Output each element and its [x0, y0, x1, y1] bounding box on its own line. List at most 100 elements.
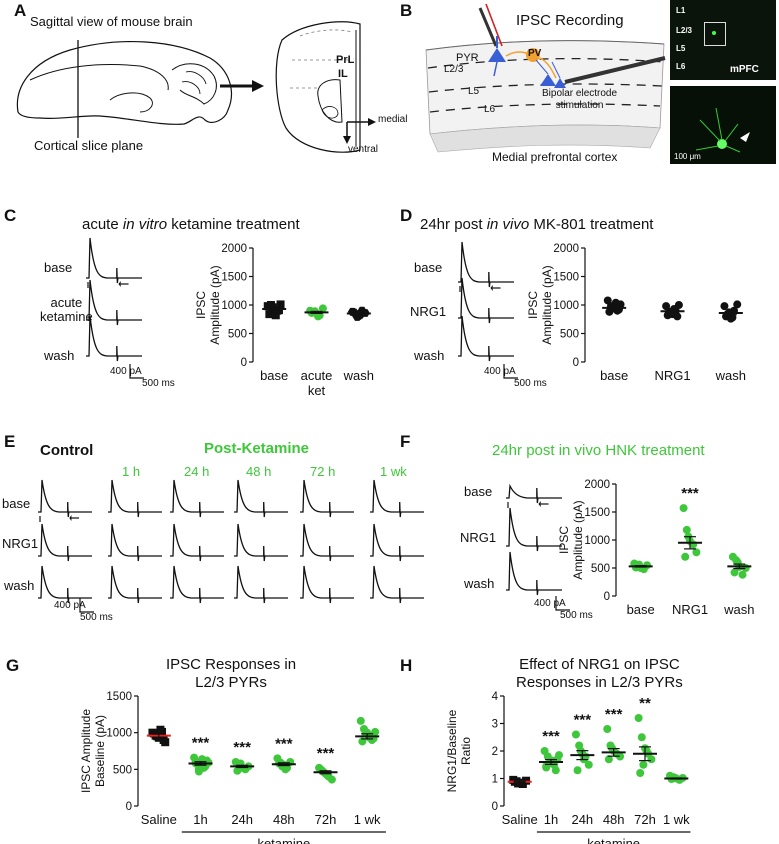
chart-H-point-s3-0 [603, 725, 612, 733]
chart-F-category-1: NRG1 [672, 602, 708, 617]
panel-label-b: B [400, 1, 413, 20]
c-trace-base-wave [86, 237, 142, 284]
chart-G-annotation-s2: *** [233, 739, 251, 756]
f-trace-label-base: base [464, 484, 493, 499]
chart-H-category-1: 1h [544, 812, 558, 827]
e-trace-c0-r1-wave [38, 523, 92, 562]
chart-C-ytick-label-3: 1500 [221, 272, 247, 284]
e-trace-c3-r2 [234, 565, 288, 604]
chart-F-point-s1-0 [679, 504, 688, 513]
e-trace-c2-r2 [170, 565, 224, 604]
mpfc-region-label: Medial prefrontal cortex [492, 150, 618, 164]
chart-H-point-s4-5 [636, 769, 645, 777]
chart-H-ylabel: NRG1/BaselineRatio [445, 709, 473, 792]
pv-label: PV [528, 48, 542, 59]
panel-h-title: Effect of NRG1 on IPSC Responses in L2/3… [516, 656, 683, 691]
d-trace-wash-wave [458, 315, 514, 362]
chart-C-ytick-label-0: 0 [241, 357, 247, 369]
c-scale-pa: 400 pA [110, 366, 142, 377]
chart-H-category-4: 72h [634, 812, 656, 827]
l5-label: L5 [468, 86, 480, 97]
e-trace-c0-r0-wave [38, 479, 92, 518]
c-scale-ms: 500 ms [142, 378, 175, 389]
time-72h: 72 h [310, 464, 336, 479]
chart-D-point-s2-4 [733, 300, 742, 309]
e-trace-c3-r0 [234, 479, 288, 518]
img-label-l23: L2/3 [676, 26, 693, 35]
e-trace-c1-r0-wave [108, 479, 162, 518]
e-trace-c4-r1 [300, 523, 354, 562]
e-trace-c5-r2-wave [370, 565, 424, 604]
d-trace-label-base: base [414, 260, 443, 275]
panel-a-title: Sagittal view of mouse brain [30, 14, 193, 29]
chart-H-point-s1-7 [548, 756, 557, 765]
chart-C-category-0: base [260, 368, 288, 383]
f-trace-wash-wave [506, 551, 562, 596]
chart-D-category-0: base [600, 368, 628, 383]
f-trace-base [506, 483, 562, 508]
e-trace-c1-r1 [108, 523, 162, 562]
chart-G-annotation-s3: *** [275, 735, 293, 752]
c-trace-base-arrow-head [118, 281, 121, 287]
panel-label-f: F [400, 432, 411, 451]
panel-g-title: IPSC Responses in L2/3 PYRs [166, 656, 297, 691]
chart-D-point-s2-0 [720, 302, 729, 311]
e-trace-c4-r0 [300, 479, 354, 518]
e-trace-c4-r2-wave [300, 565, 354, 604]
d-scale-bar [503, 364, 518, 379]
chart-F-ytick-label-3: 1500 [584, 507, 610, 519]
panel-label-g: G [6, 656, 20, 675]
time-48h: 48 h [246, 464, 272, 479]
e-trace-c2-r0 [170, 479, 224, 518]
chart-F-ytick-label-4: 2000 [584, 479, 610, 491]
e-trace-c4-r1-wave [300, 523, 354, 562]
chart-H-category-3: 48h [603, 812, 625, 827]
e-scale-bar [79, 598, 94, 613]
chart-G-point-s0-7 [156, 725, 165, 734]
e-trace-c1-r1-wave [108, 523, 162, 562]
chart-H-category-5: 1 wk [663, 812, 690, 827]
c-trace-wash [86, 315, 142, 362]
chart-G-ytick-label-1: 500 [113, 764, 132, 776]
labeled-cell [695, 107, 750, 153]
chart-D-point-s0-7 [611, 298, 620, 307]
panel-c-title: acute in vitro ketamine treatment [82, 216, 300, 233]
chart-H-point-s4-0 [634, 714, 643, 722]
e-trace-c3-r0-wave [234, 479, 288, 518]
chart-H-point-s1-10 [542, 762, 551, 771]
d-trace-nrg1 [458, 277, 514, 324]
chart-F-category-0: base [627, 602, 655, 617]
chart-G-group-label: ketamine [257, 836, 310, 844]
chart-H-annotation-s3: *** [605, 706, 623, 723]
chart-D-ytick-label-1: 500 [560, 329, 579, 341]
zoom-box [704, 22, 726, 46]
d-trace-base [458, 241, 514, 292]
panel-d-title-a: 24hr post [420, 216, 487, 233]
bipolar-electrode-label: Bipolar electrode stimulation [542, 88, 618, 111]
time-24h: 24 h [184, 464, 210, 479]
d-trace-base-arrow-head [490, 285, 493, 291]
panel-f-title: 24hr post in vivo HNK treatment [492, 442, 705, 459]
chart-D-point-s2-7 [728, 313, 737, 322]
chart-F-category-2: wash [723, 602, 754, 617]
e-row-nrg1: NRG1 [2, 536, 39, 551]
d-trace-label-wash: wash [414, 348, 445, 363]
panel-label-e: E [4, 432, 16, 451]
chart-C-point-s0-7 [271, 311, 280, 320]
pyr-label: PYR [456, 52, 479, 64]
chart-D-ytick-label-3: 1500 [553, 272, 579, 284]
chart-F-ytick-label-0: 0 [604, 591, 610, 603]
f-trace-base-wave [506, 483, 562, 504]
chart-F-point-s1-4 [692, 548, 701, 557]
e-trace-c3-r2-wave [234, 565, 288, 604]
chart-H-point-s4-1 [637, 733, 646, 742]
img-label-l1: L1 [676, 6, 686, 15]
chart-G-ylabel: IPSC AmplitudeBaseline (pA) [79, 709, 107, 793]
chart-F-point-s2-6 [733, 558, 742, 567]
medial-label: medial [378, 114, 408, 125]
